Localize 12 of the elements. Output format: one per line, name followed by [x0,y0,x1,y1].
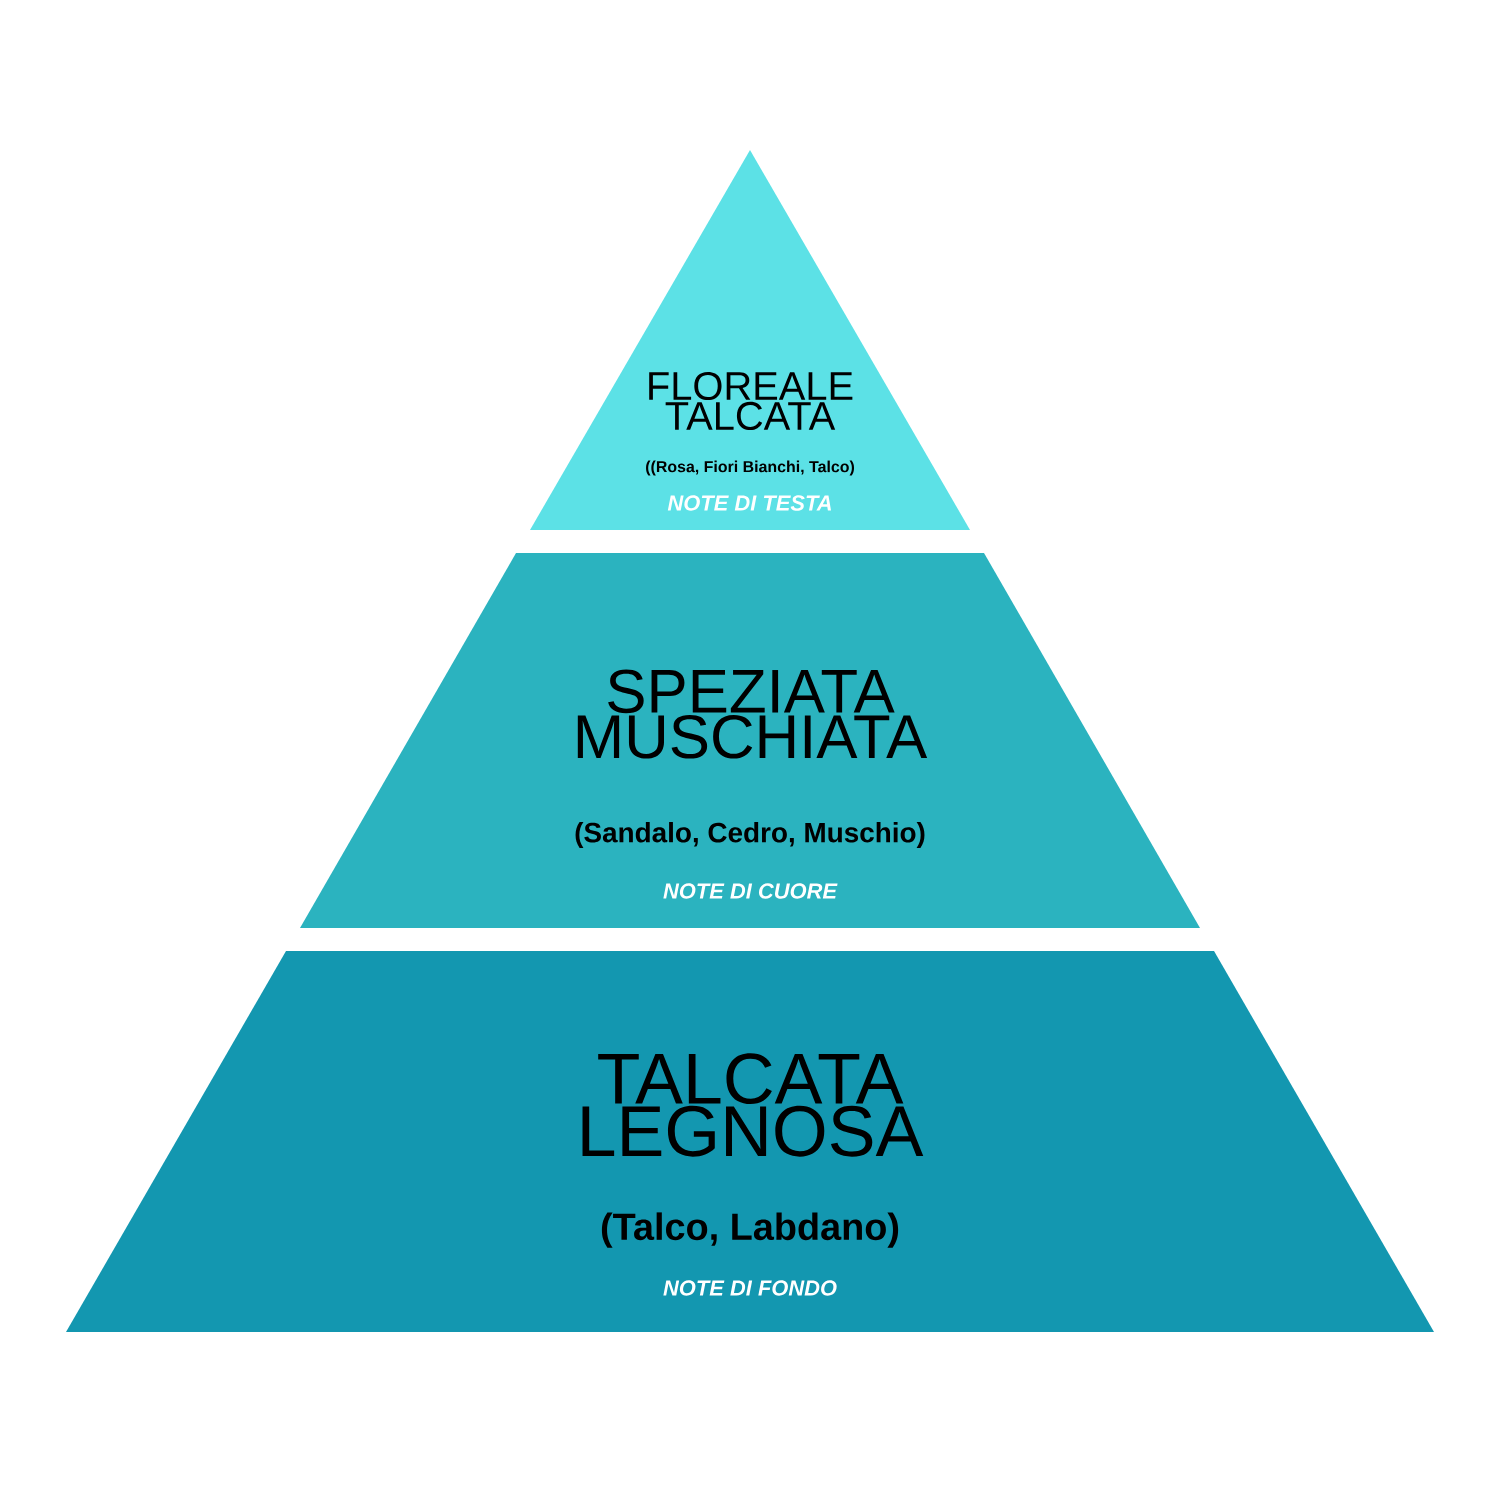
notes-list: (Sandalo, Cedro, Muschio) [575,822,925,848]
tier-heading: FLOREALE TALCATA [649,371,853,431]
pyramid-tier [66,951,1434,1332]
tier-heading: TALCATA LEGNOSA [582,1053,924,1157]
pyramid-tier [300,553,1200,928]
pyramid-tier [530,150,970,530]
tier-label: NOTE DI CUORE [663,883,838,899]
notes-list: ((Rosa, Fiori Bianchi, Talco) [646,460,854,476]
tier-label: NOTE DI FONDO [663,1280,837,1296]
tier-label: NOTE DI TESTA [667,495,831,511]
tier-heading: SPEZIATA MUSCHIATA [577,669,928,759]
notes-list: (Talco, Labdano) [601,1212,899,1248]
